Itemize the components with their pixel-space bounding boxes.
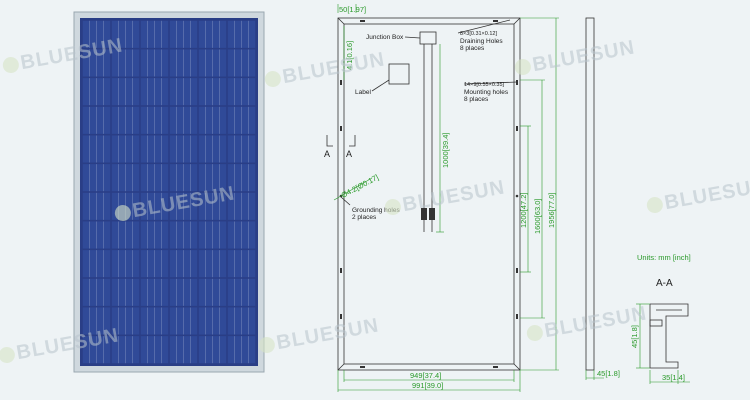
dim-section-35: 35[1.4]	[662, 373, 685, 382]
section-aa-title: A-A	[656, 278, 673, 289]
dim-section-45: 45[1.8]	[630, 325, 639, 348]
rear-frame-outer	[337, 17, 521, 371]
dim-1600: 1600[63.0]	[533, 199, 542, 234]
connector-right	[429, 208, 435, 220]
frame-section-profile	[649, 303, 689, 369]
draining-places-label: 8 places	[460, 45, 485, 52]
mounting-places-label: 8 places	[464, 96, 489, 103]
units-label: Units: mm [inch]	[637, 253, 691, 262]
section-a-left-label: A	[324, 149, 330, 159]
grounding-holes-label: Grounding holes	[352, 207, 400, 214]
watermark-logo: BLUESUN	[384, 176, 507, 216]
section-a-right-label: A	[346, 149, 352, 159]
watermark-logo: BLUESUN	[646, 174, 750, 214]
dim-cable-1000: 1000[39.4]	[441, 133, 450, 168]
label-callout: Label	[355, 89, 371, 96]
draining-holes-label: Draining Holes	[460, 38, 503, 45]
draining-holes	[360, 20, 498, 368]
svg-text:BLUESUN: BLUESUN	[663, 174, 750, 214]
svg-text:BLUESUN: BLUESUN	[275, 314, 381, 354]
solar-panel-front-view	[73, 11, 265, 373]
side-profile-view: 45[1.8]	[585, 17, 620, 380]
dim-grounding-dia: Ø4.2[Ø0.17]	[340, 173, 380, 200]
junction-box	[419, 31, 437, 45]
mounting-holes-spec: 14×9[0.55×0.35]	[464, 82, 505, 88]
grounding-hole	[515, 194, 519, 198]
watermark-logo: BLUESUN	[264, 48, 387, 88]
dim-949: 949[37.4]	[410, 371, 441, 380]
section-a-markers: A A	[324, 135, 356, 159]
connector-left	[421, 208, 427, 220]
side-profile	[585, 17, 595, 371]
grounding-places-label: 2 places	[352, 214, 377, 221]
watermark-logo: BLUESUN	[514, 36, 637, 76]
mounting-holes	[340, 80, 518, 319]
dim-1200: 1200[47.2]	[519, 193, 528, 228]
mounting-holes-label: Mounting holes	[464, 89, 509, 96]
draining-holes-spec: 8×3[0.31×0.12]	[460, 31, 497, 37]
watermark-logo: BLUESUN	[258, 314, 381, 354]
junction-box-label: Junction Box	[366, 34, 404, 41]
svg-text:BLUESUN: BLUESUN	[281, 48, 387, 88]
dim-1956: 1956[77.0]	[547, 193, 556, 228]
panel-cells	[82, 20, 256, 364]
dim-991: 991[39.0]	[412, 381, 443, 390]
rear-view-drawing: A A Junction Box 8×3[0.31×0.12] Draining…	[324, 17, 521, 371]
section-aa-view: Units: mm [inch] A-A 45[1.8] 35[1.4]	[630, 253, 691, 384]
dim-top-50: 50[1.97]	[339, 5, 366, 14]
svg-text:BLUESUN: BLUESUN	[401, 176, 507, 216]
svg-text:BLUESUN: BLUESUN	[531, 36, 637, 76]
dim-side-45: 45[1.8]	[597, 369, 620, 378]
label-box	[388, 63, 410, 85]
dim-4-1: 4.1[0.16]	[345, 41, 354, 70]
